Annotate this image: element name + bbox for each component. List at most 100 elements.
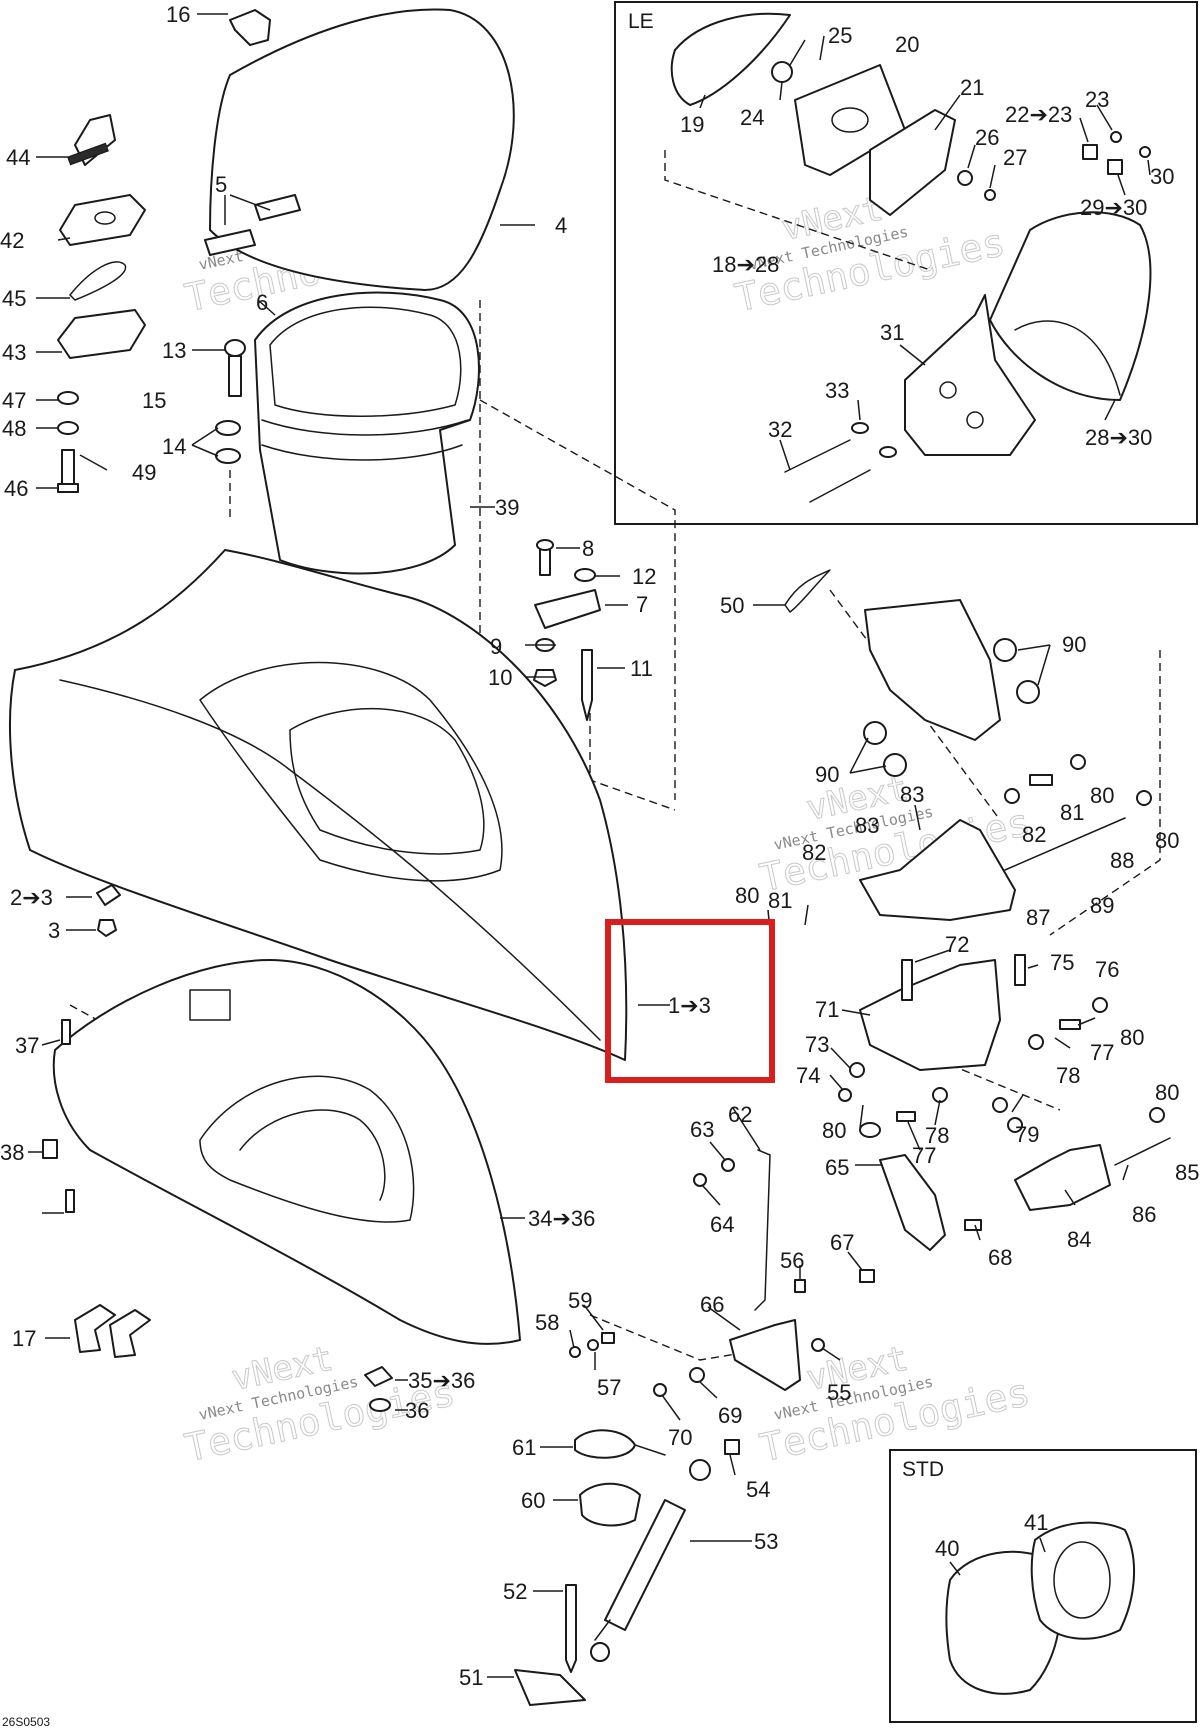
- washer-12-shape: [574, 568, 596, 582]
- callout-48: 48: [2, 416, 26, 441]
- callout-30: 30: [1150, 164, 1174, 189]
- grommet-60-shape: [579, 1482, 641, 1527]
- callout-82: 82: [802, 840, 826, 865]
- callout-84: 84: [1067, 1227, 1091, 1252]
- gas-strut-53-shape: [604, 1499, 686, 1631]
- nut-55-shape: [811, 1338, 825, 1352]
- callout-50: 50: [720, 593, 744, 618]
- callout-57: 57: [597, 1375, 621, 1400]
- callout-37: 37: [15, 1033, 39, 1058]
- rivet-11-shape: [581, 649, 593, 721]
- loop-45-shape: [69, 261, 127, 301]
- callout-25: 25: [828, 23, 852, 48]
- callout-62: 62: [728, 1102, 752, 1127]
- washer-63-shape: [721, 1158, 735, 1172]
- callout-32: 32: [768, 417, 792, 442]
- callout-82: 82: [1022, 822, 1046, 847]
- callout-23: 23: [1085, 87, 1109, 112]
- screw-38-shape: [42, 1139, 58, 1159]
- nut-27-shape: [984, 189, 996, 201]
- washer-23-shape: [1110, 131, 1122, 143]
- callout-10: 10: [488, 665, 512, 690]
- callout-38: 38: [0, 1140, 24, 1165]
- callout-31: 31: [880, 320, 904, 345]
- callout-15: 15: [142, 388, 166, 413]
- callout-29-30: 29➔30: [1080, 195, 1147, 220]
- pad-5-shape: [204, 229, 256, 256]
- grommet-90-shape: [993, 638, 1017, 662]
- callout-54: 54: [746, 1477, 770, 1502]
- storage-bin-shape: [254, 291, 480, 575]
- callout-65: 65: [825, 1155, 849, 1180]
- callout-85: 85: [1175, 1160, 1199, 1185]
- callout-46: 46: [4, 476, 28, 501]
- callout-52: 52: [503, 1579, 527, 1604]
- washer-57-shape: [587, 1339, 599, 1351]
- nut-58-shape: [569, 1346, 581, 1358]
- mirror-bracket-31-shape: [904, 294, 1036, 456]
- bracket-43-shape: [57, 309, 146, 359]
- callout-66: 66: [700, 1292, 724, 1317]
- callout-49: 49: [132, 460, 156, 485]
- screw-37-shape: [61, 1019, 71, 1045]
- callout-61: 61: [512, 1435, 536, 1460]
- callout-36: 36: [405, 1398, 429, 1423]
- nut-36-shape: [369, 1398, 391, 1412]
- callout-44: 44: [6, 145, 30, 170]
- callouts: 16 4 5 44 42 45 43 47 48 46 13 15 14 49 …: [0, 2, 1199, 1690]
- callout-16: 16: [166, 2, 190, 27]
- callout-60: 60: [521, 1488, 545, 1513]
- callout-78: 78: [1056, 1063, 1080, 1088]
- std-inset-label: STD: [902, 1458, 944, 1481]
- mirror-glass-19-shape: [670, 12, 791, 106]
- callout-80: 80: [1155, 828, 1179, 853]
- part-shapes: [9, 8, 1171, 1706]
- callout-8: 8: [582, 536, 594, 561]
- clip-35-shape: [364, 1366, 393, 1387]
- callout-53: 53: [754, 1529, 778, 1554]
- callout-12: 12: [632, 564, 656, 589]
- callout-28-30: 28➔30: [1085, 425, 1152, 450]
- callout-51: 51: [459, 1665, 483, 1690]
- washer-82-shape: [1004, 788, 1020, 804]
- spacer-67-shape: [859, 1269, 875, 1283]
- shaft-88-shape: [1004, 817, 1126, 871]
- highlight-label: 1➔3: [668, 993, 711, 1018]
- bolt-46-shape: [61, 449, 75, 487]
- callout-70: 70: [668, 1425, 692, 1450]
- callout-22-23: 22➔23: [1005, 102, 1072, 127]
- callout-7: 7: [636, 592, 648, 617]
- nut-74-shape: [838, 1088, 852, 1102]
- mirror-housing-21-shape: [869, 109, 956, 216]
- washer-80-shape: [1149, 1107, 1165, 1123]
- mirror-shell-28-shape: [989, 211, 1152, 401]
- nut-2-shape: [96, 884, 121, 906]
- callout-9: 9: [490, 634, 502, 659]
- screw-75-shape: [1014, 954, 1026, 986]
- callout-13: 13: [162, 338, 186, 363]
- callout-81: 81: [768, 888, 792, 913]
- spacer-59-shape: [601, 1332, 615, 1344]
- callout-83: 83: [900, 782, 924, 807]
- callout-59: 59: [568, 1288, 592, 1313]
- callout-87: 87: [1026, 905, 1050, 930]
- std-inset-frame: [889, 1449, 1197, 1723]
- washer-69-shape: [689, 1367, 705, 1383]
- rivet-52-shape: [565, 1584, 577, 1673]
- hood-latch-shape: [229, 9, 271, 46]
- callout-2-3: 2➔3: [10, 885, 53, 910]
- callout-80: 80: [822, 1118, 846, 1143]
- callout-76: 76: [1095, 957, 1119, 982]
- le-inset-box: LE: [614, 1, 1198, 525]
- pin-85-shape: [1114, 1137, 1171, 1166]
- nut-22-shape: [1082, 144, 1098, 160]
- callout-43: 43: [2, 340, 26, 365]
- callout-80: 80: [1120, 1025, 1144, 1050]
- washer-80-shape: [1092, 997, 1108, 1013]
- cable-tie-50-shape: [784, 569, 831, 613]
- mirror-plate-20-shape: [794, 64, 906, 176]
- callout-21: 21: [960, 75, 984, 100]
- washer-73-shape: [849, 1062, 865, 1078]
- plug-80-shape: [859, 1122, 881, 1138]
- hinge-7-shape: [534, 589, 601, 629]
